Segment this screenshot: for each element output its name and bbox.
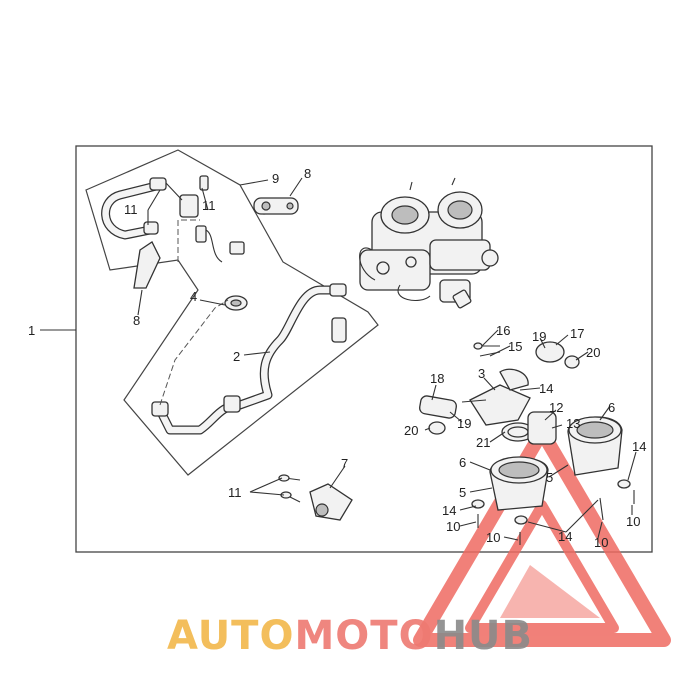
callout-14a: 14 [539, 381, 553, 396]
callout-16: 16 [496, 323, 510, 338]
callout-12: 12 [549, 400, 563, 415]
watermark-hub: HUB [433, 613, 534, 659]
callout-10c: 10 [594, 535, 608, 550]
callout-7: 7 [341, 456, 348, 471]
callout-2: 2 [233, 349, 240, 364]
callout-21: 21 [476, 435, 490, 450]
throttle-body-assembly [359, 177, 499, 309]
sensor-group [278, 474, 353, 521]
fuel-hose-upper [101, 175, 299, 289]
callout-5a: 5 [546, 470, 553, 485]
callout-10d: 10 [626, 514, 640, 529]
callout-5b: 5 [459, 485, 466, 500]
callout-17: 17 [570, 326, 584, 341]
callout-20b: 20 [404, 423, 418, 438]
callout-11a: 11 [124, 202, 138, 217]
callout-10b: 10 [486, 530, 500, 545]
hose-group-outline [85, 149, 379, 476]
watermark-moto: MOTO [294, 613, 434, 659]
callout-6a: 6 [608, 400, 615, 415]
callout-9: 9 [272, 171, 279, 186]
callout-3: 3 [478, 366, 485, 381]
callout-15: 15 [508, 339, 522, 354]
callout-8a: 8 [304, 166, 311, 181]
callout-20a: 20 [586, 345, 600, 360]
main-hose [151, 283, 347, 435]
actuator-group [419, 341, 580, 445]
callout-11c: 11 [228, 485, 242, 500]
callout-8b: 8 [133, 313, 140, 328]
watermark-auto: AUTO [166, 613, 295, 659]
callout-13: 13 [566, 416, 580, 431]
callout-labels: 1 2 3 4 5 5 6 6 7 8 8 9 10 10 10 10 11 1… [28, 166, 646, 550]
callout-14c: 14 [558, 529, 572, 544]
callout-19b: 19 [457, 416, 471, 431]
leader-lines [137, 177, 637, 541]
watermark-wordmark: AUTOMOTOHUB [0, 616, 700, 656]
watermark-triangle [413, 425, 671, 647]
callout-19a: 19 [532, 329, 546, 344]
callout-11b: 11 [202, 198, 216, 213]
callout-1: 1 [28, 323, 35, 338]
callout-6b: 6 [459, 455, 466, 470]
callout-10a: 10 [446, 519, 460, 534]
callout-14b: 14 [442, 503, 456, 518]
callout-4: 4 [190, 289, 197, 304]
assembly-frame [75, 145, 653, 553]
intake-manifolds [471, 416, 635, 545]
callout-14d: 14 [632, 439, 646, 454]
callout-18: 18 [430, 371, 444, 386]
